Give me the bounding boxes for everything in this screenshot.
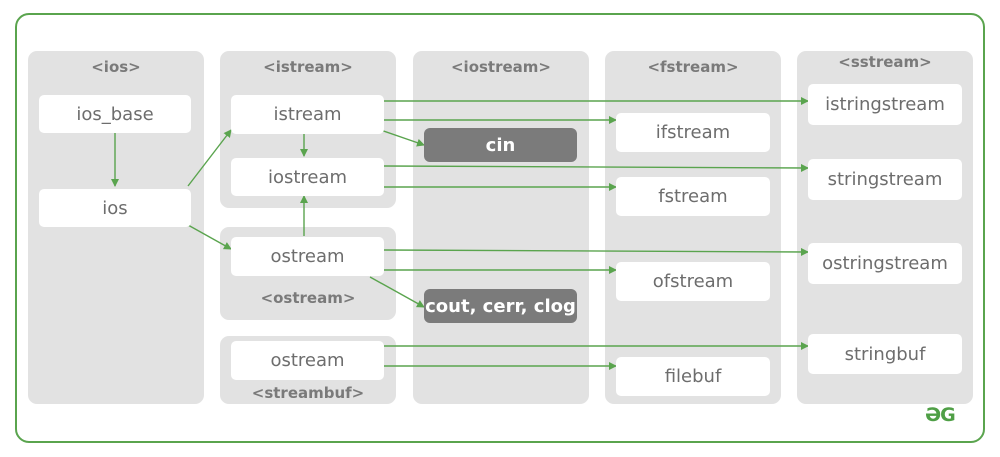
node-ifstream: ifstream — [616, 113, 770, 152]
diagram-frame — [15, 13, 985, 443]
node-iostream: iostream — [231, 158, 384, 196]
node-ios: ios — [39, 189, 191, 227]
gfg-logo: ƏG — [925, 404, 956, 426]
node-cout-cerr-clog: cout, cerr, clog — [424, 289, 577, 323]
node-fstream: fstream — [616, 177, 770, 216]
column-ios-header: <ios> — [91, 58, 141, 76]
column-iostream: <iostream> — [413, 51, 589, 404]
column-sstream-header: <sstream> — [838, 53, 932, 71]
node-filebuf: filebuf — [616, 357, 770, 396]
node-ostream: ostream — [231, 237, 384, 276]
group-streambuf-label: <streambuf> — [251, 384, 365, 402]
arrow-ostream-cout — [369, 276, 425, 308]
node-stringstream: stringstream — [808, 159, 962, 200]
node-istringstream: istringstream — [808, 84, 962, 125]
column-iostream-header: <iostream> — [450, 58, 551, 76]
node-istream: istream — [231, 95, 384, 134]
group-ostream-label: <ostream> — [260, 289, 356, 307]
arrow-ios-ostream — [187, 224, 232, 250]
column-istream-header: <istream> — [263, 58, 353, 76]
arrow-ios-istream — [187, 129, 232, 187]
node-ofstream: ofstream — [616, 262, 770, 301]
arrow-iostream-stringstream — [383, 163, 809, 172]
arrow-ostream-ostringstream — [383, 247, 809, 256]
node-ostream-streambuf: ostream — [231, 341, 384, 380]
column-fstream: <fstream> — [605, 51, 781, 404]
node-ios-base: ios_base — [39, 95, 191, 133]
node-cin: cin — [424, 128, 577, 162]
node-ostringstream: ostringstream — [808, 243, 962, 284]
column-fstream-header: <fstream> — [647, 58, 739, 76]
node-stringbuf: stringbuf — [808, 334, 962, 374]
